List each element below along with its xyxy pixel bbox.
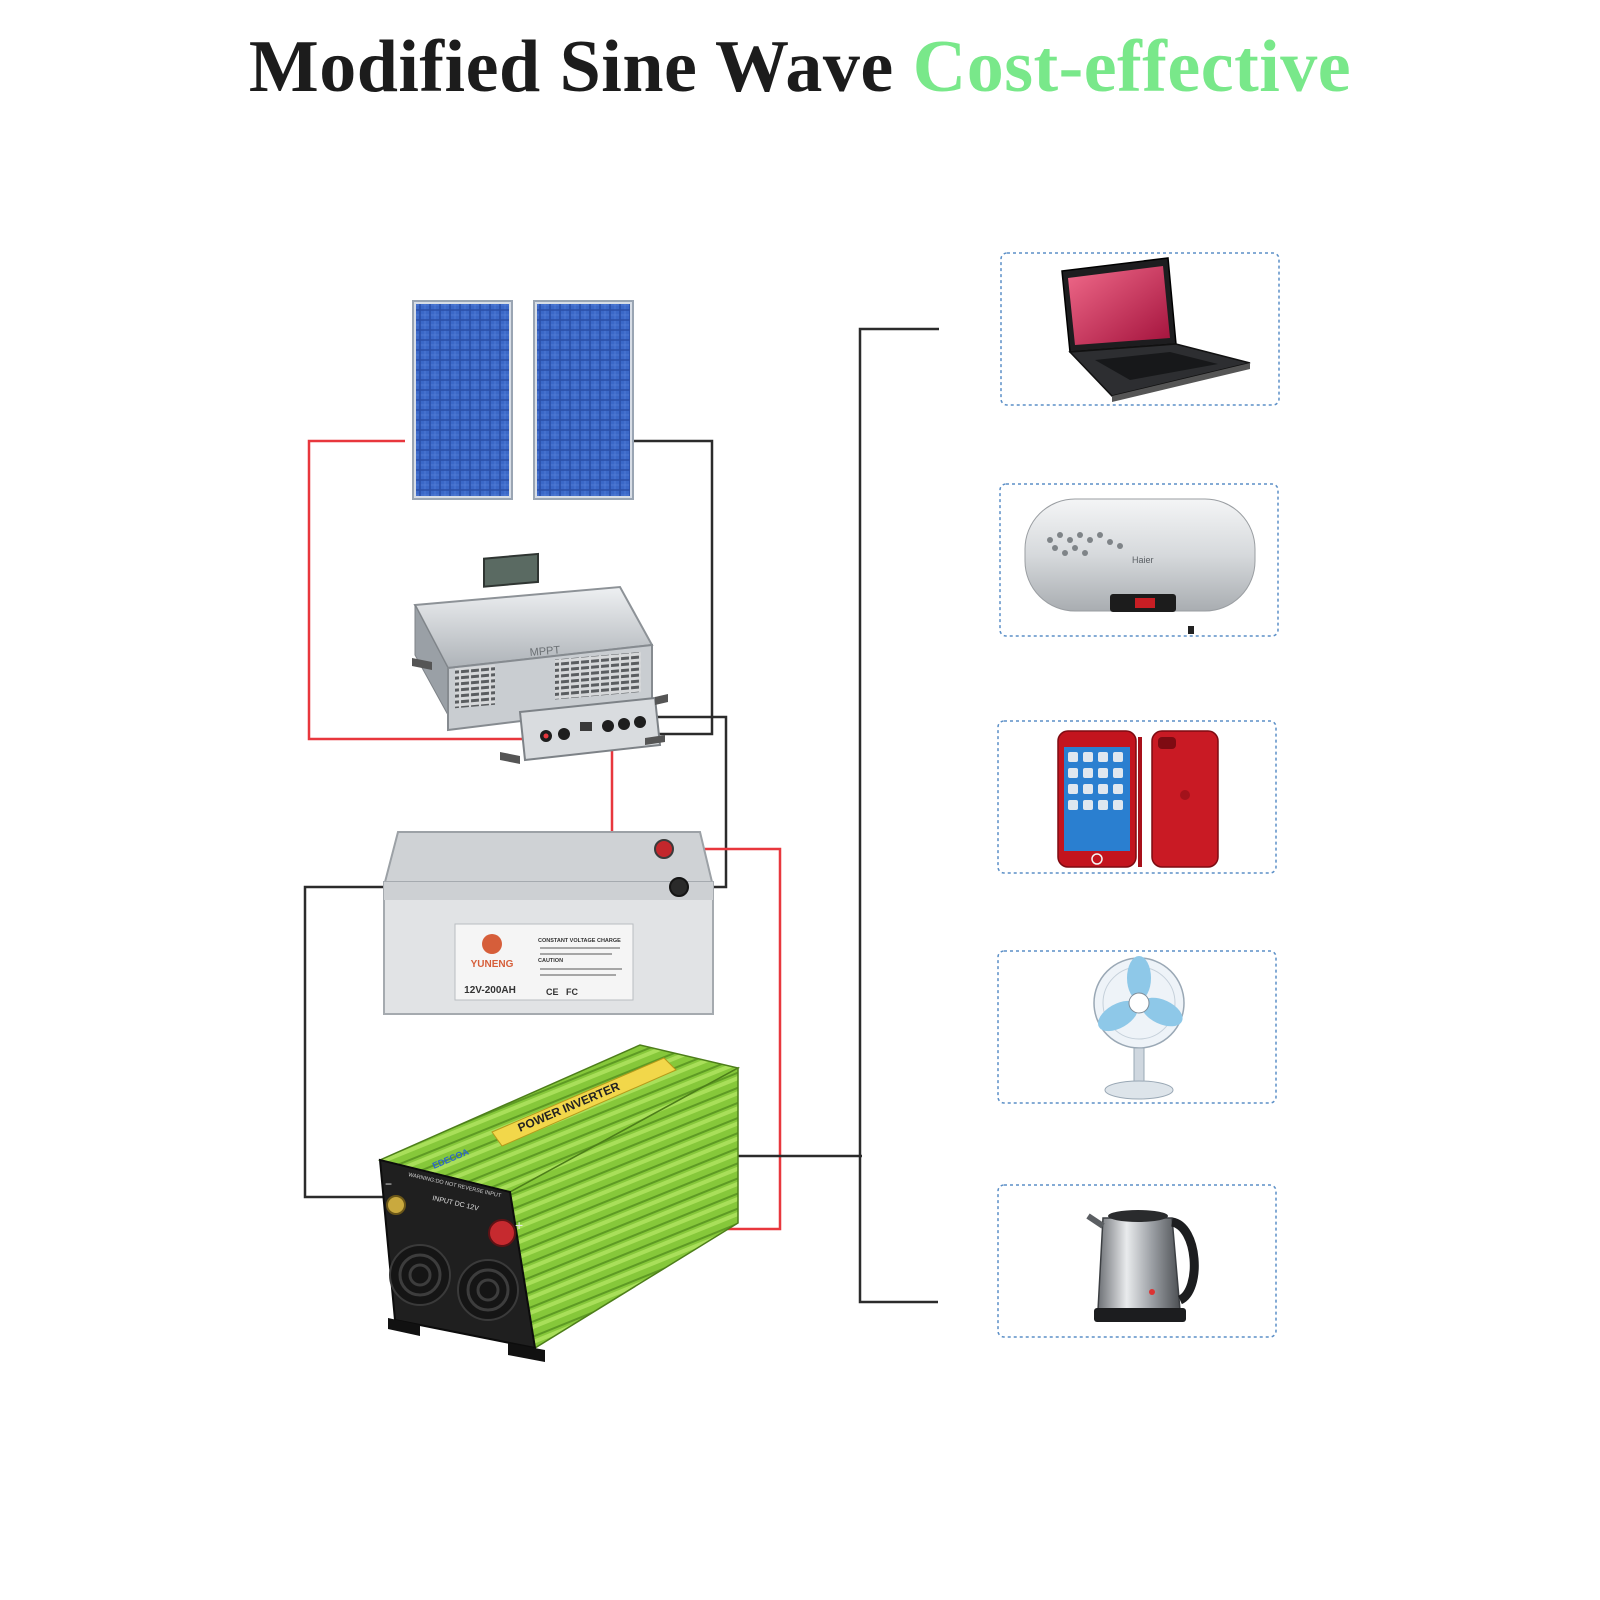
wire-battery-inverter-positive (664, 847, 782, 1231)
appliance-box-fan (997, 950, 1277, 1104)
electric-kettle-icon (1086, 1210, 1199, 1322)
water-heater-icon: Haier (1024, 498, 1256, 634)
laptop-icon (1061, 257, 1251, 402)
battery-model: 12V-200AH (464, 985, 516, 996)
battery-icon: YUNENG 12V-200AH CONSTANT VOLTAGE CHARGE… (383, 831, 714, 1015)
controller-label: MPPT (529, 644, 561, 659)
appliance-boxes (997, 252, 1280, 1338)
page-title: Modified Sine Wave Cost-effective (0, 30, 1600, 104)
battery-spec-title: CONSTANT VOLTAGE CHARGE (538, 938, 621, 944)
wire-output-bus (858, 327, 939, 1304)
appliance-box-water-heater (999, 483, 1279, 637)
smartphone-icon (1057, 730, 1219, 868)
title-part-2: Cost-effective (912, 26, 1352, 108)
water-heater-brand: Haier (1132, 555, 1154, 565)
appliance-box-smartphone (997, 720, 1277, 874)
inverter-fan-right (457, 1259, 519, 1321)
power-inverter-icon: POWER INVERTER EDECOA WARNING:DO NOT REV… (377, 1044, 741, 1362)
title-part-1: Modified Sine Wave (248, 26, 894, 108)
battery-brand: YUNENG (471, 959, 514, 970)
inverter-plus-sign: + (515, 1217, 523, 1233)
appliance-box-laptop (1000, 252, 1280, 406)
inverter-fan-left (389, 1244, 451, 1306)
appliance-box-kettle (997, 1184, 1277, 1338)
inverter-minus-sign: − (385, 1177, 392, 1191)
wire-panel-positive (307, 439, 543, 741)
mppt-controller-icon: MPPT (412, 552, 668, 764)
solar-panel-icon (412, 300, 634, 500)
electric-fan-icon (1093, 956, 1185, 1100)
battery-mark-fc: FC (566, 987, 578, 997)
battery-mark-ce: CE (546, 987, 559, 997)
battery-caution: CAUTION (538, 958, 563, 964)
